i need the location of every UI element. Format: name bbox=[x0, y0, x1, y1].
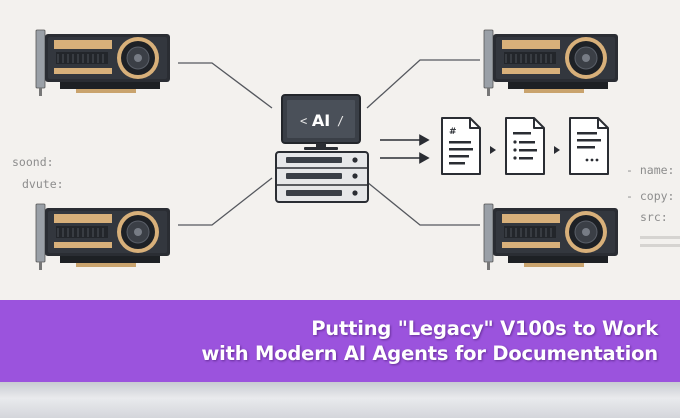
title-banner: Putting "Legacy" V100s to Work with Mode… bbox=[0, 300, 680, 382]
document-1: # bbox=[441, 117, 481, 175]
code-line-right-3: src: bbox=[640, 210, 668, 224]
ai-label: AI bbox=[312, 111, 330, 130]
ai-monitor: < / AI bbox=[281, 94, 361, 150]
code-line-right-2: - copy: bbox=[626, 189, 674, 203]
code-placeholder-lines bbox=[640, 236, 680, 247]
code-line-left-1: soond: bbox=[12, 155, 54, 169]
svg-text:#: # bbox=[449, 127, 457, 137]
document-2 bbox=[505, 117, 545, 175]
title-line-2: with Modern AI Agents for Documentation bbox=[201, 342, 658, 365]
code-line-right-1: - name: bbox=[626, 163, 674, 177]
gpu-card-bottom-left bbox=[35, 203, 171, 271]
gpu-card-top-left bbox=[35, 29, 171, 97]
gpu-card-top-right bbox=[483, 29, 619, 97]
footer-band bbox=[0, 382, 680, 418]
gpu-card-bottom-right bbox=[483, 203, 619, 271]
svg-text:<: < bbox=[300, 114, 307, 128]
illustration: < / AI # bbox=[12, 29, 680, 271]
document-3 bbox=[569, 117, 609, 175]
code-line-left-2: dvute: bbox=[22, 177, 64, 191]
title-line-1: Putting "Legacy" V100s to Work bbox=[311, 317, 658, 340]
svg-text:/: / bbox=[337, 114, 344, 128]
server-stack bbox=[275, 151, 369, 203]
